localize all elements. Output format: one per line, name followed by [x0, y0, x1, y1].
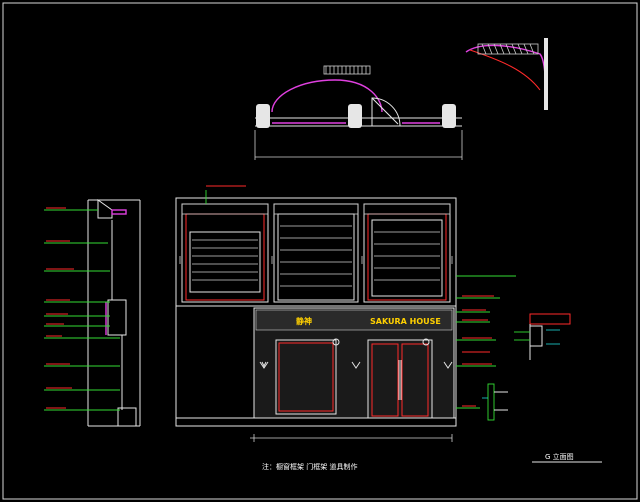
right-details [482, 313, 571, 421]
detail-hatch [481, 43, 535, 55]
view-title: G 立面图 [545, 452, 574, 461]
wall-lamp-1 [332, 338, 340, 346]
section-view [44, 199, 141, 427]
section-label-marks [46, 207, 74, 409]
section-base-box [117, 407, 137, 427]
section-leaders [44, 209, 120, 411]
section-detail-2-post [487, 383, 495, 421]
view-title-block: G 立面图 [532, 452, 602, 463]
plan-view [254, 65, 463, 160]
top-right-detail [465, 38, 548, 111]
ornament-2 [351, 361, 361, 369]
wall-lamp-2 [422, 338, 430, 346]
ornament-1 [259, 361, 269, 369]
sign-logo: 静神 [296, 316, 312, 326]
plan-column-2 [348, 104, 362, 128]
plan-hatch-bar [323, 65, 371, 75]
elevation-view: 静神 SAKURA HOUSE [175, 185, 516, 442]
plan-hatch-lines [325, 66, 367, 74]
detail-red-curve [469, 49, 541, 91]
upper-window-center [273, 203, 359, 303]
plan-door-leaf [371, 97, 399, 125]
section-mid-box [107, 299, 127, 336]
section-head-profile [97, 199, 113, 219]
plan-column-3 [442, 104, 456, 128]
detail-red-cap [529, 313, 571, 325]
elevation-right-leaders [456, 275, 516, 409]
plan-column-1 [256, 104, 270, 128]
display-window-glass [278, 342, 334, 412]
elevation-right-label-marks [462, 295, 494, 407]
drawing-note: 注：橱窗框架 门框架 道具制作 [262, 462, 357, 471]
plan-arc [271, 79, 383, 113]
door-leaf-right [401, 343, 429, 417]
detail-curve [465, 44, 547, 111]
upper-window-right [363, 203, 451, 303]
upper-window-left [181, 203, 269, 303]
plan-door-swing [371, 97, 401, 127]
door-leaf-left [371, 343, 399, 417]
entrance-door-frame [367, 339, 433, 419]
detail-hatch-box [477, 43, 539, 55]
elevation-dim-ticks [179, 256, 453, 264]
detail-post [544, 38, 548, 110]
sign-text: SAKURA HOUSE [370, 317, 441, 326]
display-window-frame [275, 339, 337, 415]
ornament-3 [443, 361, 453, 369]
detail-bracket [529, 325, 543, 347]
section-head-magenta [111, 209, 127, 215]
sign-band [255, 309, 453, 331]
